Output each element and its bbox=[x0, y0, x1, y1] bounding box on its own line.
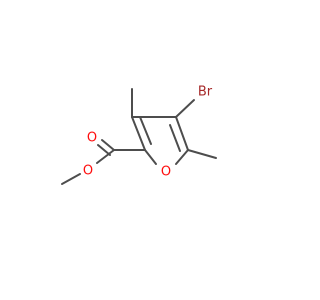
carbonyl-oxygen-label: O bbox=[87, 131, 97, 146]
bond-c5-ring-oxygen bbox=[175, 149, 189, 165]
bond-ester-oxygen-carbonyl-carbon bbox=[96, 149, 115, 164]
atom-label-layer: Br O O O bbox=[83, 85, 213, 180]
bond-c2-c3 bbox=[131, 116, 146, 151]
bond-ring-oxygen-c2 bbox=[144, 149, 157, 165]
ester-oxygen-label: O bbox=[83, 164, 93, 179]
bond-layer bbox=[61, 88, 217, 185]
bond-c2-c3-inner bbox=[139, 116, 152, 145]
bond-methyl-ester-oxygen bbox=[61, 173, 81, 185]
molecule-structure-diagram: Br O O O bbox=[61, 84, 217, 185]
bond-carbonyl-double-2 bbox=[97, 144, 111, 156]
bromine-label: Br bbox=[198, 85, 213, 100]
bond-carbonyl-double-1 bbox=[101, 139, 115, 151]
bond-c4-bromine bbox=[175, 99, 195, 118]
bond-c4-c5-inner bbox=[169, 124, 181, 152]
ring-oxygen-label: O bbox=[161, 165, 171, 180]
bond-c5-methyl bbox=[187, 149, 217, 159]
bond-c4-c5 bbox=[175, 116, 189, 151]
